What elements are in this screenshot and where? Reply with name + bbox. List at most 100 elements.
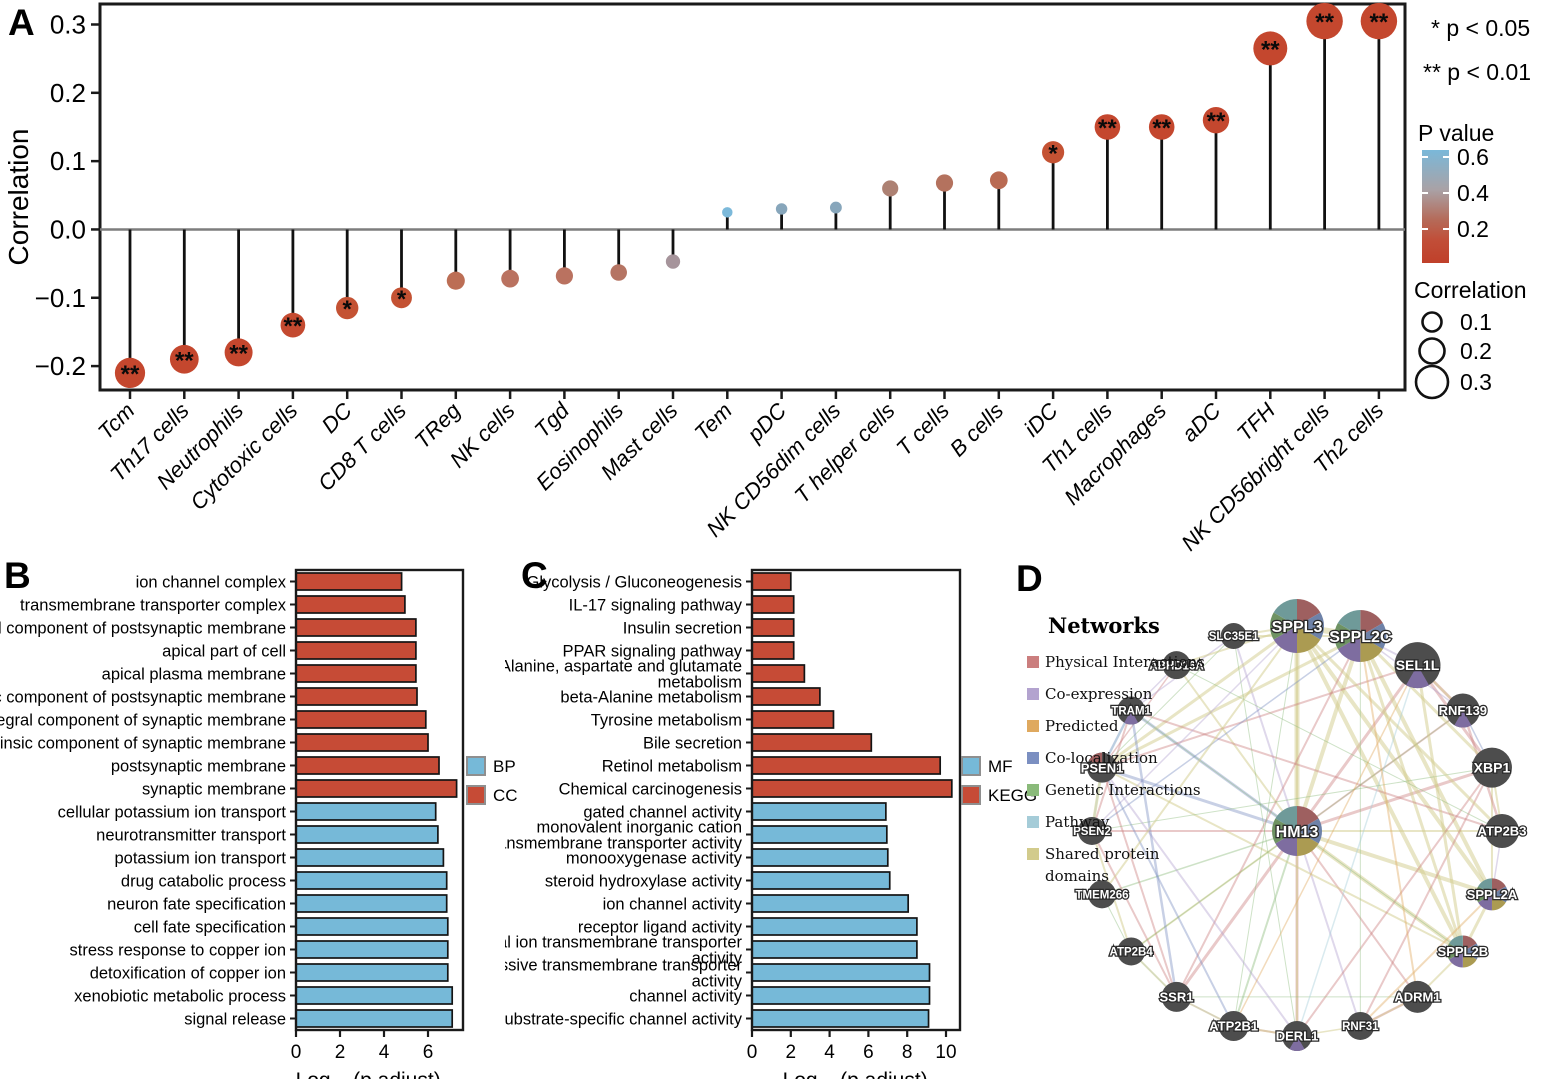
bar-category-label: PPAR signaling pathway — [563, 643, 743, 661]
legend-swatch-CC — [466, 785, 486, 805]
lollipop-dot-Th1 cells — [1094, 114, 1121, 140]
network-node-label: SPPL2A — [1467, 887, 1518, 902]
x-tick-label: 0 — [747, 1042, 758, 1063]
network-edge — [1091, 830, 1178, 998]
bar-MF — [751, 894, 910, 913]
network-edge — [1101, 625, 1298, 896]
bar-category-label: beta-Alanine metabolism — [560, 689, 742, 707]
size-legend-circle — [1421, 311, 1443, 333]
network-node-XBP1: XBP1 — [1471, 747, 1512, 788]
pvalue-tick-label: 0.4 — [1457, 180, 1489, 206]
x-category-label: TFH — [1232, 398, 1280, 446]
network-legend-swatch — [1027, 784, 1039, 796]
network-node-label: ATP2B4 — [1110, 947, 1154, 959]
bar-CC — [295, 687, 418, 706]
lollipop-dot-TReg — [446, 271, 465, 290]
bar-BP — [295, 825, 439, 844]
node-pie-slice — [1360, 610, 1383, 637]
node-pie-slice — [1446, 943, 1463, 960]
sig-legend-1: * p < 0.05 — [1431, 15, 1530, 41]
bar-KEGG — [751, 733, 873, 752]
bar-BP — [295, 986, 454, 1005]
node-pie-slice — [1273, 626, 1297, 653]
network-edge — [1175, 635, 1362, 998]
bar-category-label: cellular potassium ion transport — [58, 804, 287, 822]
network-legend-swatch — [1027, 752, 1039, 764]
network-legend-swatch — [1027, 656, 1039, 668]
x-tick-label: 4 — [824, 1042, 835, 1063]
y-tick-label: −0.2 — [35, 351, 86, 381]
network-edge — [1101, 766, 1464, 953]
lollipop-dot-DC — [336, 296, 359, 320]
x-category-label: pDC — [742, 398, 792, 448]
node-pie-slice — [1297, 831, 1319, 856]
network-edge — [1358, 634, 1494, 770]
y-tick-label: 0.2 — [50, 78, 86, 108]
network-edge — [1295, 829, 1494, 897]
x-axis-title: −Log10 (p.adjust) — [770, 1069, 927, 1079]
network-legend-label: domains — [1045, 867, 1109, 885]
network-node-TMEM266: TMEM266 — [1074, 880, 1130, 909]
network-node-SLC35E1: SLC35E1 — [1207, 623, 1260, 650]
network-legend-label: Physical Interactions — [1045, 653, 1205, 671]
network-node-label: HM13 — [1276, 824, 1319, 841]
node-pie-slice — [1448, 951, 1463, 968]
bar-CC — [295, 618, 417, 637]
x-category-label: Tcm — [93, 398, 139, 444]
bar-category-label: Tyrosine metabolism — [591, 712, 742, 730]
node-pie-slice — [1297, 612, 1324, 640]
legend-label-BP: BP — [493, 757, 516, 776]
lollipop-dot-pDC — [775, 203, 788, 215]
bar-category-label: monovalent inorganic cation — [537, 819, 742, 837]
network-node-SPPL2A: SPPL2A — [1465, 878, 1519, 911]
size-legend-label: 0.2 — [1460, 338, 1492, 364]
significance-stars: ** — [1315, 9, 1334, 36]
network-edge — [1101, 830, 1298, 896]
bar-category-label: gated channel activity — [583, 804, 742, 822]
node-pie-slice — [1454, 710, 1472, 728]
legend-label-MF: MF — [988, 757, 1013, 776]
network-node-label: TRAM1 — [1111, 706, 1151, 718]
bar-CC — [295, 733, 429, 752]
legend-swatch-MF — [961, 756, 981, 776]
y-tick-label: 0.3 — [50, 9, 86, 39]
bar-category-label: metabolism — [658, 674, 742, 692]
lollipop-dot-Th17 cells — [169, 344, 199, 374]
network-edge — [1359, 893, 1493, 1027]
network-legend-label: Co-localization — [1045, 749, 1158, 767]
network-legend-swatch — [1027, 720, 1039, 732]
network-node-label: SPPL2B — [1438, 944, 1489, 959]
bar-category-label: signal release — [184, 1011, 286, 1029]
x-axis-title: −Log10 (p.adjust) — [283, 1069, 440, 1079]
network-edge — [1296, 709, 1464, 832]
bar-category-label: Retinol metabolism — [602, 758, 742, 776]
bar-KEGG — [751, 756, 942, 775]
pvalue-gradient-bar — [1422, 150, 1449, 263]
network-node-SSR1: SSR1 — [1158, 981, 1195, 1012]
network-node-label: ATP2B3 — [1478, 824, 1527, 839]
bar-category-label: Bile secretion — [643, 735, 742, 753]
network-edge — [1101, 766, 1178, 998]
network-edge — [1091, 635, 1362, 832]
bar-category-label: activity — [692, 973, 743, 991]
panel-b-label: B — [4, 555, 31, 596]
bar-KEGG — [751, 641, 795, 660]
significance-stars: ** — [1207, 108, 1226, 135]
pvalue-tick-label: 0.2 — [1457, 216, 1489, 242]
bar-category-label: drug catabolic process — [121, 873, 286, 891]
node-pie-slice — [1462, 943, 1479, 960]
bar-MF — [751, 917, 918, 936]
network-edge — [1295, 829, 1465, 954]
x-tick-label: 2 — [786, 1042, 797, 1063]
network-legend-swatch — [1027, 848, 1039, 860]
lollipop-dot-iDC — [1042, 141, 1065, 164]
plot-border — [750, 568, 962, 1032]
network-node-label: SSR1 — [1160, 990, 1194, 1005]
x-tick-label: 4 — [379, 1042, 390, 1063]
lollipop-dot-Cytotoxic cells — [280, 312, 306, 338]
lollipop-dot-T helper cells — [882, 180, 899, 197]
x-category-label: Tgd — [529, 397, 574, 442]
node-pie-slice — [1297, 818, 1322, 844]
network-legend-title: Networks — [1048, 613, 1160, 638]
network-node-label: XBP1 — [1474, 760, 1511, 776]
